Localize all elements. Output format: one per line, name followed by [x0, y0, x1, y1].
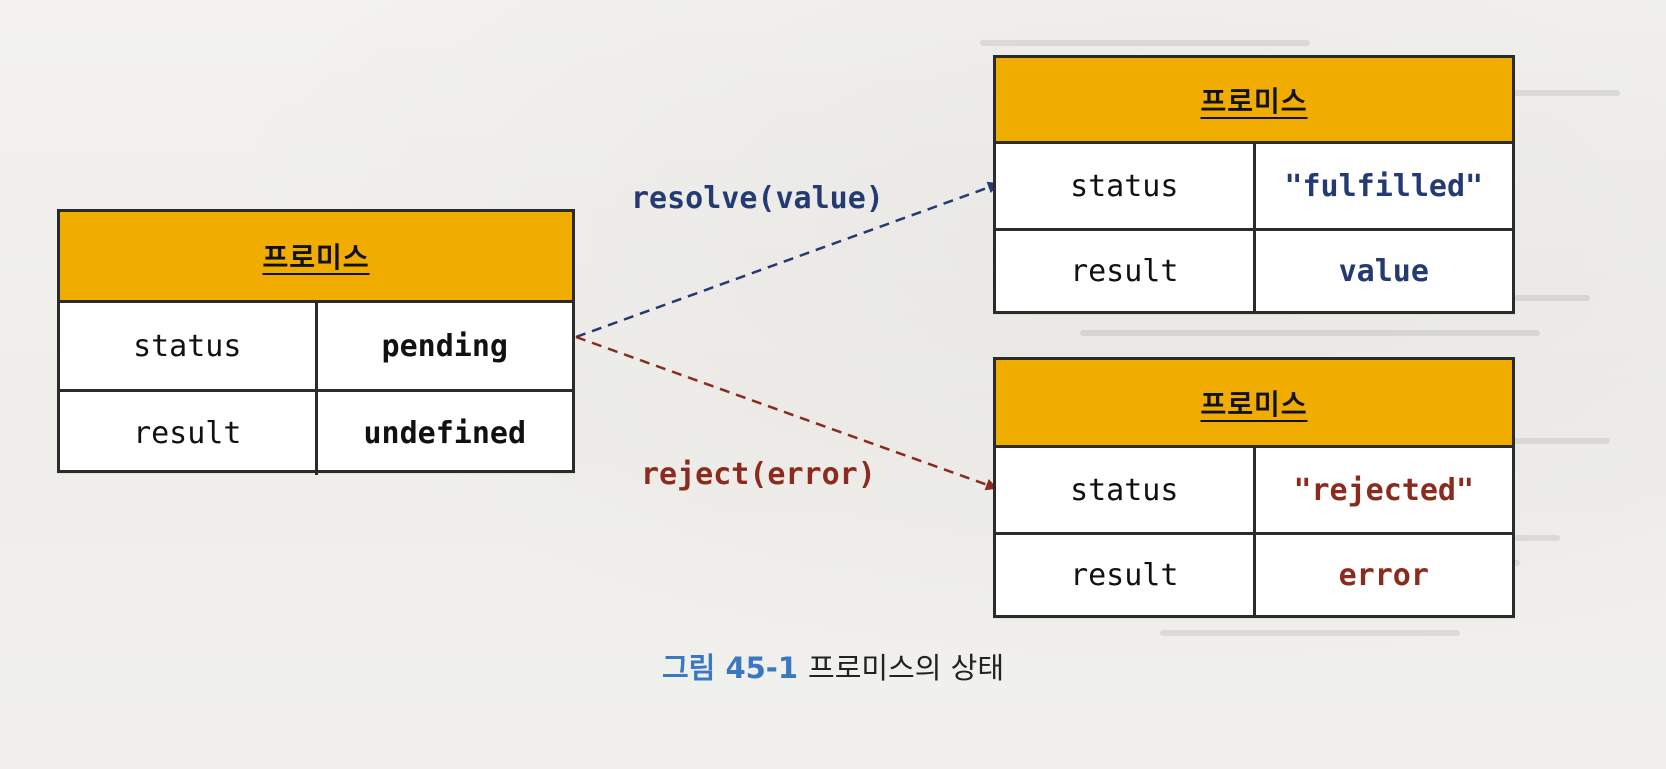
figure-caption: 그림 45-1 프로미스의 상태 — [0, 645, 1666, 687]
resolve-label: resolve(value) — [631, 181, 884, 216]
result-key: result — [996, 231, 1256, 312]
promise-box-header: 프로미스 — [996, 360, 1512, 448]
status-key: status — [996, 144, 1256, 228]
pending-promise-box: 프로미스 status pending result undefined — [57, 209, 575, 475]
status-value: pending — [381, 328, 508, 364]
resolve-arrow — [575, 181, 1000, 339]
status-row: status "rejected" — [996, 448, 1512, 532]
status-row: status pending — [60, 303, 572, 389]
reject-label: reject(error) — [641, 457, 876, 492]
status-key: status — [60, 303, 318, 389]
result-key: result — [60, 392, 318, 475]
result-value: value — [1338, 254, 1429, 289]
rejected-promise-box: 프로미스 status "rejected" result error — [993, 357, 1515, 618]
promise-box-title: 프로미스 — [1200, 387, 1308, 421]
status-value: "fulfilled" — [1284, 168, 1484, 204]
status-value: "rejected" — [1293, 472, 1475, 508]
result-row: result value — [996, 228, 1512, 312]
result-row: result error — [996, 532, 1512, 616]
result-row: result undefined — [60, 389, 572, 475]
fulfilled-promise-box: 프로미스 status "fulfilled" result value — [993, 55, 1515, 314]
status-row: status "fulfilled" — [996, 144, 1512, 228]
status-key: status — [996, 448, 1256, 532]
result-value: undefined — [363, 416, 527, 451]
figure-caption-text: 프로미스의 상태 — [808, 651, 1004, 685]
promise-box-header: 프로미스 — [996, 58, 1512, 144]
result-value: error — [1338, 558, 1429, 593]
figure-number: 그림 45-1 — [661, 651, 799, 685]
promise-box-header: 프로미스 — [60, 212, 572, 303]
promise-box-title: 프로미스 — [1200, 84, 1308, 118]
promise-box-title: 프로미스 — [262, 241, 370, 274]
result-key: result — [996, 535, 1256, 616]
reject-arrow — [575, 335, 998, 491]
